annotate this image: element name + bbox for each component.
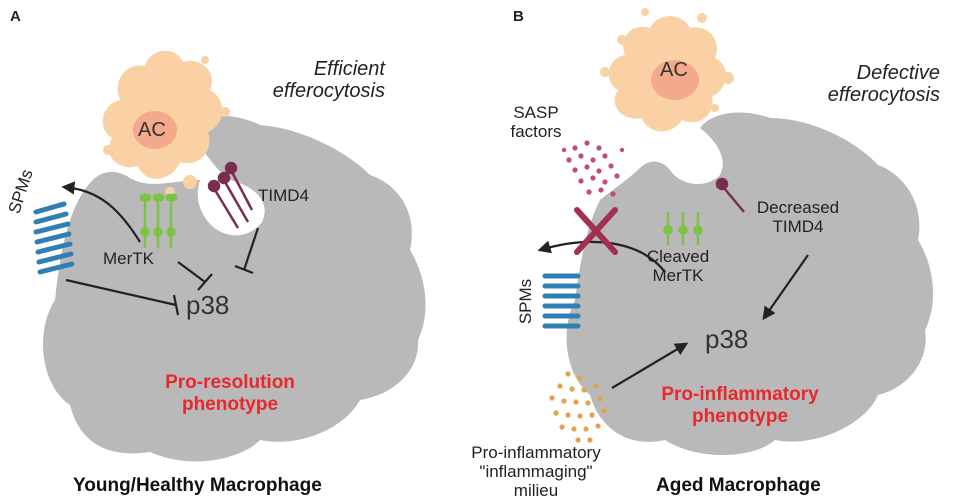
efferocytosis-line1: Efficient bbox=[313, 58, 385, 80]
arrow-timd4-to-p38 bbox=[762, 254, 809, 321]
block-cross bbox=[574, 207, 618, 255]
timd4-receptors-a bbox=[207, 161, 254, 229]
sasp-line1: SASP bbox=[513, 103, 559, 122]
decreased-timd4-line1: Decreased bbox=[756, 198, 840, 217]
phenotype-label-a: Pro-resolution phenotype bbox=[150, 372, 310, 416]
ac-label-a: AC bbox=[138, 119, 166, 141]
sasp-factor-dots bbox=[561, 140, 625, 197]
phenotype-label-b: Pro-inflammatory phenotype bbox=[650, 384, 830, 428]
inhibit-timd4-to-p38 bbox=[234, 227, 260, 275]
ac-nucleus-b bbox=[651, 60, 699, 100]
efferocytosis-label-b: Defective efferocytosis bbox=[828, 62, 940, 106]
macrophage-cell-a bbox=[43, 115, 426, 462]
panel-b bbox=[537, 8, 934, 456]
apoptotic-cell-b bbox=[600, 8, 734, 132]
timd4-label-a: TIMD4 bbox=[258, 186, 309, 205]
milieu-line2: "inflammaging" bbox=[479, 462, 593, 481]
ac-label-b: AC bbox=[660, 59, 688, 81]
mertk-label-a: MerTK bbox=[103, 249, 154, 268]
arrow-cleaved-mertk-to-spms bbox=[537, 240, 666, 273]
efferocytosis-line2: efferocytosis bbox=[272, 80, 385, 102]
arrow-milieu-to-p38 bbox=[611, 342, 689, 389]
phenotype-line1: Pro-inflammatory bbox=[661, 384, 819, 405]
milieu-label: Pro-inflammatory "inflammaging" milieu bbox=[466, 443, 606, 500]
decreased-timd4-line2: TIMD4 bbox=[772, 217, 824, 236]
spms-receptor-b bbox=[542, 273, 581, 329]
panel-a-title: Young/Healthy Macrophage bbox=[73, 475, 322, 496]
phenotype-line2: phenotype bbox=[691, 406, 789, 427]
panel-a bbox=[33, 50, 426, 462]
efferocytosis-line1: Defective bbox=[856, 62, 940, 84]
spms-label-b: SPMs bbox=[516, 278, 536, 325]
ac-nucleus-a bbox=[133, 111, 177, 149]
sasp-line2: factors bbox=[510, 122, 562, 141]
p38-label-b: p38 bbox=[705, 324, 749, 354]
cleaved-mertk-line1: Cleaved bbox=[646, 247, 710, 266]
panel-b-letter: B bbox=[513, 8, 524, 25]
milieu-line3: milieu bbox=[513, 481, 559, 500]
panel-b-title: Aged Macrophage bbox=[656, 475, 821, 496]
cleaved-mertk-receptors bbox=[663, 212, 703, 245]
efferocytosis-line2: efferocytosis bbox=[827, 84, 940, 106]
sasp-label: SASP factors bbox=[496, 103, 576, 141]
inflammaging-milieu-dots bbox=[549, 371, 607, 443]
inhibit-spms-to-p38 bbox=[65, 278, 180, 316]
decreased-timd4-label: Decreased TIMD4 bbox=[748, 198, 848, 236]
macrophage-cell-b bbox=[566, 112, 934, 456]
inhibit-mertk-to-p38 bbox=[177, 261, 213, 291]
cleaved-mertk-label: Cleaved MerTK bbox=[640, 247, 716, 285]
phenotype-line2: phenotype bbox=[181, 394, 279, 415]
decreased-timd4-receptor bbox=[715, 177, 745, 213]
spms-receptor-a bbox=[33, 201, 75, 275]
p38-label-a: p38 bbox=[186, 290, 230, 320]
arrow-mertk-to-spms bbox=[61, 181, 141, 243]
efferocytosis-label-a: Efficient efferocytosis bbox=[273, 58, 385, 102]
mertk-receptors-a bbox=[139, 193, 178, 248]
cleaved-mertk-line2: MerTK bbox=[652, 266, 704, 285]
milieu-line1: Pro-inflammatory bbox=[471, 443, 601, 462]
phenotype-line1: Pro-resolution bbox=[165, 372, 295, 393]
apoptotic-cell-a bbox=[102, 50, 230, 197]
panel-a-letter: A bbox=[10, 8, 21, 25]
